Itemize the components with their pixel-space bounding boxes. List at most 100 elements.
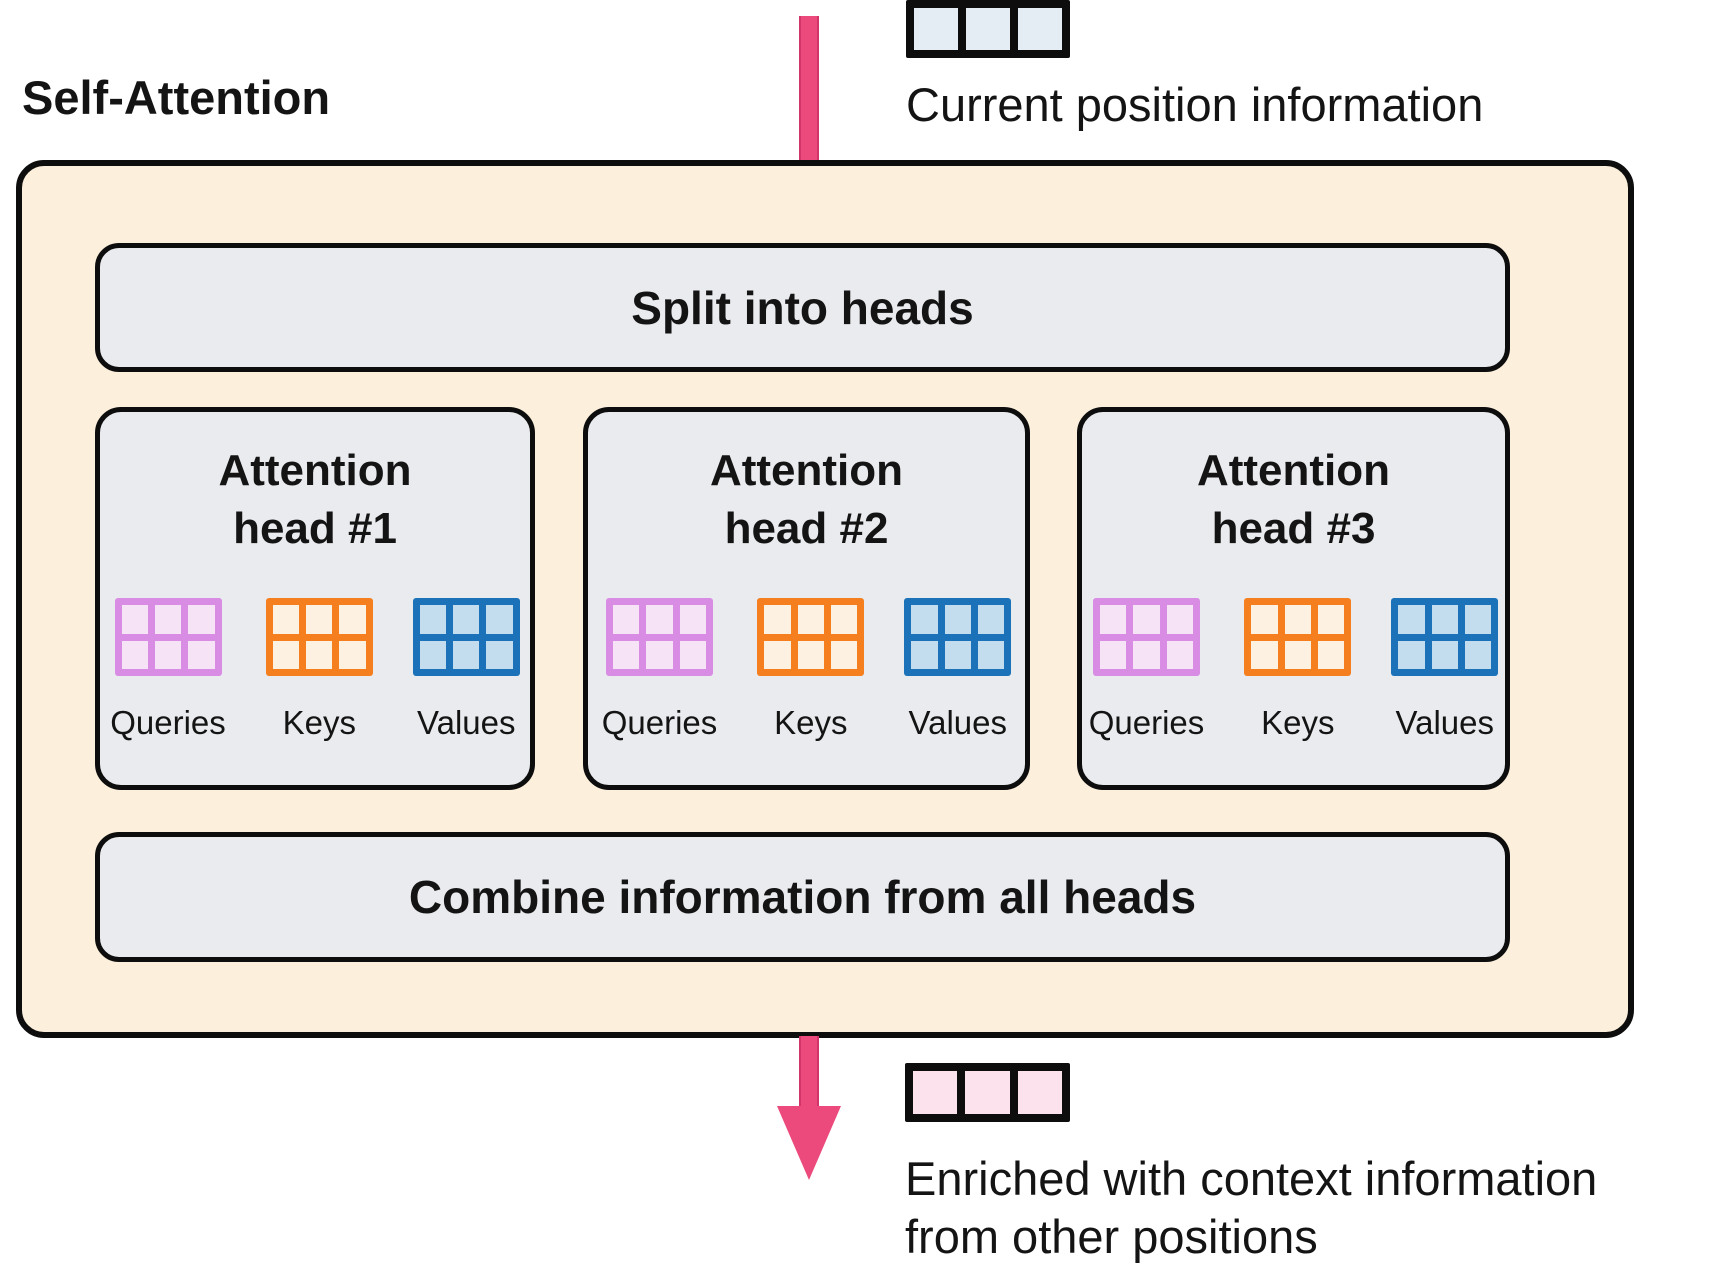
output-caption-line1: Enriched with context information [905,1152,1598,1205]
token-cell [966,8,1010,50]
matrix-cell [154,640,182,669]
matrix-cell [1251,605,1278,634]
matrix-cell [1317,605,1345,634]
matrix-cell [1431,640,1458,669]
head-title-line1: Attention [218,446,412,495]
keys-label: Keys [1261,704,1335,741]
matrix-cell [944,640,971,669]
values-label: Values [908,704,1007,741]
values-label: Values [1395,704,1494,741]
keys-matrix [1244,598,1352,676]
queries-label: Queries [110,704,226,741]
attention-head-box-3: Attention head #3 Queries Keys [1077,407,1510,790]
matrix-cell [121,640,148,669]
qkv-row: Queries Keys Values [602,598,1012,742]
output-caption: Enriched with context information from o… [905,1150,1597,1266]
matrix-cell [453,605,480,634]
token-cell [1017,1071,1062,1114]
matrix-cell [1464,640,1492,669]
matrix-cell [1284,640,1311,669]
matrix-cell [797,640,824,669]
matrix-cell [1398,605,1425,634]
matrix-cell [1317,640,1345,669]
matrix-cell [272,640,300,669]
matrix-cell [453,640,480,669]
split-into-heads-label: Split into heads [631,281,974,334]
head-title-line2: head #2 [724,504,889,553]
matrix-cell [1398,640,1425,669]
qkv-row: Queries Keys Values [110,598,520,742]
output-token-grid [905,1063,1070,1122]
attention-head-box-1: Attention head #1 Queries Keys [95,407,535,790]
combine-heads-box: Combine information from all heads [95,832,1510,962]
matrix-cell [121,605,148,634]
matrix-cell [486,605,513,634]
queries-group: Queries [1088,598,1205,742]
keys-group: Keys [1244,598,1352,742]
matrix-cell [1100,605,1127,634]
queries-group: Queries [601,598,718,742]
matrix-cell [646,640,673,669]
output-arrow-head-icon [777,1106,841,1180]
values-group: Values [412,598,520,742]
head-title-line2: head #1 [233,504,397,553]
matrix-cell [339,605,366,634]
matrix-cell [764,605,791,634]
matrix-cell [911,640,938,669]
matrix-cell [613,640,640,669]
page-title: Self-Attention [22,71,331,124]
token-cell [914,8,958,50]
values-label: Values [417,704,516,741]
matrix-cell [486,640,513,669]
matrix-cell [272,605,300,634]
queries-matrix [1093,598,1200,676]
queries-label: Queries [1088,704,1205,741]
keys-label: Keys [774,704,848,741]
values-group: Values [904,598,1012,742]
matrix-cell [646,605,673,634]
matrix-cell [613,605,640,634]
matrix-cell [419,640,447,669]
matrix-cell [1166,640,1193,669]
queries-matrix [606,598,713,676]
matrix-cell [1133,605,1160,634]
output-arrow-shaft [799,1036,819,1108]
values-matrix [1391,598,1499,676]
values-matrix [412,598,520,676]
matrix-cell [977,640,1005,669]
head-title: Attention head #3 [1197,442,1390,558]
matrix-cell [188,640,215,669]
matrix-cell [1100,640,1127,669]
matrix-cell [306,605,333,634]
combine-heads-label: Combine information from all heads [408,871,1197,923]
values-matrix [904,598,1012,676]
matrix-cell [679,605,706,634]
head-title-line1: Attention [1196,446,1391,495]
matrix-cell [306,640,333,669]
matrix-cell [797,605,824,634]
matrix-cell [679,640,706,669]
head-title-line2: head #3 [1211,504,1376,553]
matrix-cell [764,640,791,669]
matrix-cell [1133,640,1160,669]
input-arrow-shaft [799,16,819,162]
matrix-cell [944,605,971,634]
self-attention-block: Split into heads Attention head #1 Queri… [16,160,1634,1038]
matrix-cell [1284,605,1311,634]
keys-matrix [265,598,373,676]
input-caption: Current position information [906,78,1484,131]
token-cell [965,1071,1010,1114]
matrix-cell [1464,605,1492,634]
queries-matrix [114,598,222,676]
queries-group: Queries [110,598,226,742]
token-cell [1018,8,1062,50]
matrix-cell [188,605,215,634]
matrix-cell [339,640,366,669]
token-cell [913,1071,958,1114]
keys-matrix [757,598,865,676]
split-into-heads-box: Split into heads [95,243,1510,372]
matrix-cell [977,605,1005,634]
matrix-cell [419,605,447,634]
queries-label: Queries [601,704,718,741]
matrix-cell [830,640,858,669]
